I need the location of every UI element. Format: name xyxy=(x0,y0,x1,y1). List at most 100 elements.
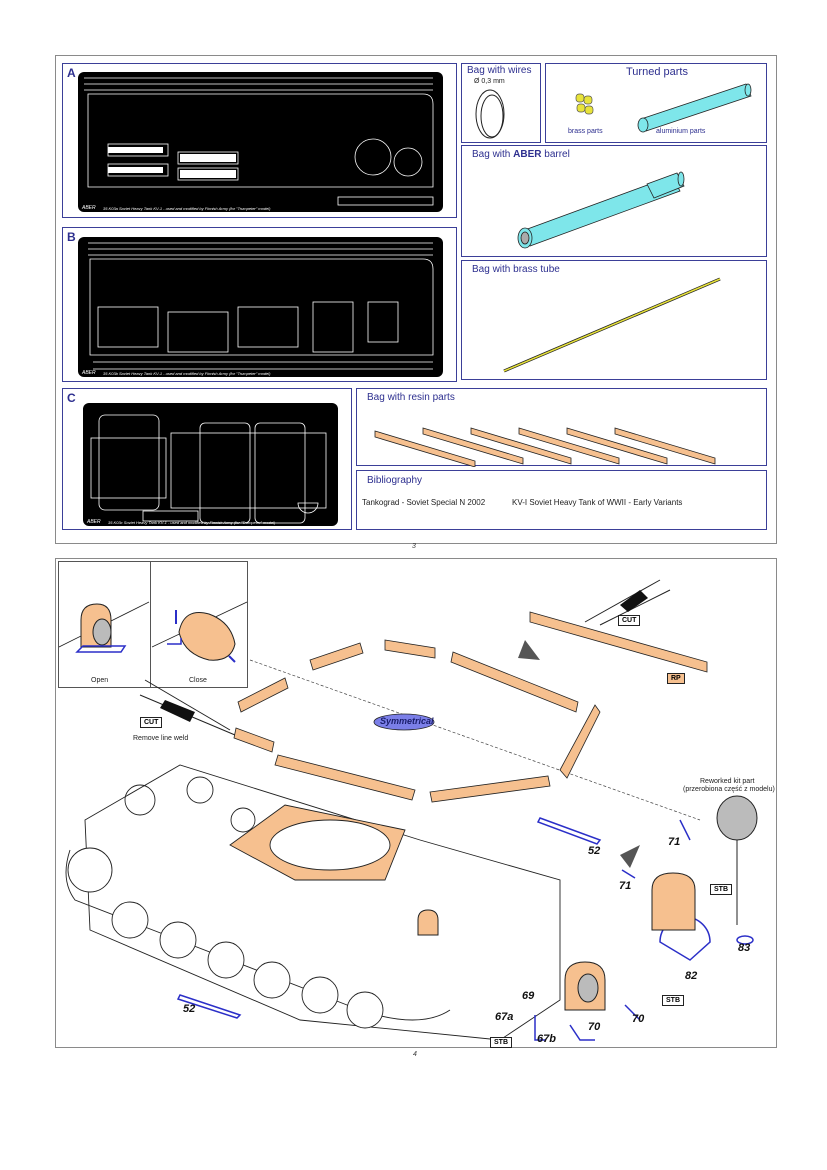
headlight-cover-large xyxy=(651,872,696,931)
headlight-icon xyxy=(716,795,758,841)
resin-strips xyxy=(233,611,708,803)
cover-open-icon xyxy=(75,603,127,653)
resin-strip xyxy=(614,427,716,465)
aber-barrel-panel: Bag with ABER barrel xyxy=(461,145,767,257)
photo-etched-fret-c: ABER 35 K03c Soviet Heavy Tank KV-1 - us… xyxy=(83,403,338,526)
reworked-label-polish: (przerobiona część z modelu) xyxy=(683,786,775,793)
turned-parts-panel: Turned parts brass parts aluminium parts xyxy=(545,63,767,143)
cut-label-right: CUT xyxy=(618,615,641,626)
fret-a-detail xyxy=(84,77,434,206)
brass-tube-title: Bag with brass tube xyxy=(472,264,560,275)
fret-brand: ABER xyxy=(82,370,96,376)
tank-hull-outline xyxy=(65,764,561,1041)
part-83 xyxy=(736,935,754,945)
fret-b-panel: B ABER 35 K03b Soviet Heavy Tank KV-1 - … xyxy=(62,227,457,382)
page-number-4: 4 xyxy=(413,1051,417,1058)
fret-b-detail xyxy=(88,242,434,370)
part-71-upper xyxy=(679,819,691,841)
barrel-title-prefix: Bag with xyxy=(472,149,514,160)
part-number-71: 71 xyxy=(619,880,632,892)
resin-strip xyxy=(422,427,524,465)
resin-strip xyxy=(470,427,572,465)
bibliography-panel: Bibliography Tankograd - Soviet Special … xyxy=(356,470,767,530)
part-number-82: 82 xyxy=(685,970,698,982)
part-number-52: 52 xyxy=(588,845,601,857)
wires-bag-panel: Bag with wires Ø 0,3 mm xyxy=(461,63,541,143)
bibliography-entry-2: KV-I Soviet Heavy Tank of WWII - Early V… xyxy=(512,498,683,507)
part-71-lower xyxy=(621,869,636,879)
direction-arrow-icon xyxy=(620,845,640,868)
open-label: Open xyxy=(91,677,109,684)
fret-caption: 35 K03c Soviet Heavy Tank KV-1 - used an… xyxy=(108,520,276,525)
direction-arrow-icon xyxy=(518,640,540,660)
stb-label: STB xyxy=(490,1037,512,1048)
fret-caption: 35 K03b Soviet Heavy Tank KV-1 - used an… xyxy=(103,371,271,376)
aluminium-parts-label: aluminium parts xyxy=(656,128,706,135)
resin-title: Bag with resin parts xyxy=(367,392,455,403)
road-wheels xyxy=(67,847,384,1029)
part-number-67b: 67b xyxy=(537,1033,556,1045)
fret-brand: ABER xyxy=(87,519,101,525)
barrel-title: Bag with ABER barrel xyxy=(472,149,570,160)
wires-title: Bag with wires xyxy=(467,65,532,76)
brass-parts-icon xyxy=(575,93,594,115)
fret-brand: ABER xyxy=(82,205,96,211)
fret-a-panel: A ABER 35 K03a Soviet Heavy Tank KV-1 - … xyxy=(62,63,457,218)
inset-illustration xyxy=(59,601,247,663)
part-number-67a: 67a xyxy=(495,1011,514,1023)
part-number-83: 83 xyxy=(738,942,751,954)
close-label: Close xyxy=(189,677,207,684)
fret-letter: B xyxy=(67,230,76,244)
part-number-71: 71 xyxy=(668,836,681,848)
bibliography-entry-1: Tankograd - Soviet Special N 2002 xyxy=(362,498,486,507)
part-number-70: 70 xyxy=(588,1021,601,1033)
resin-parts-illustration xyxy=(374,427,716,467)
remove-weld-label: Remove line weld xyxy=(133,735,189,742)
brass-tube-icon xyxy=(503,277,721,373)
part-70b xyxy=(624,1004,641,1021)
wire-coil-icon xyxy=(475,89,505,139)
reworked-label: Reworked kit part xyxy=(700,778,755,785)
turned-parts-illustration xyxy=(575,83,752,133)
bibliography-title: Bibliography xyxy=(367,475,423,486)
brass-tube-panel: Bag with brass tube xyxy=(461,260,767,380)
photo-etched-fret-a: ABER 35 K03a Soviet Heavy Tank KV-1 - us… xyxy=(78,72,443,212)
rp-label: RP xyxy=(667,673,685,684)
cut-label-left: CUT xyxy=(140,717,163,728)
hobby-knife-icon-left xyxy=(139,679,236,736)
part-number-52: 52 xyxy=(183,1003,196,1015)
resin-parts-panel: Bag with resin parts xyxy=(356,388,767,467)
part-70 xyxy=(569,1024,595,1041)
resin-strip xyxy=(566,427,668,465)
symmetrical-label: Symmetrical xyxy=(380,716,434,726)
part-69 xyxy=(534,1015,545,1041)
barrel-title-brand: ABER xyxy=(513,149,542,160)
resin-strip xyxy=(374,430,476,467)
aluminium-tube-icon xyxy=(637,83,752,133)
page-number-3: 3 xyxy=(412,543,416,550)
stb-label: STB xyxy=(662,995,684,1006)
part-number-70: 70 xyxy=(632,1013,645,1025)
photo-etched-parts xyxy=(176,817,754,1041)
hobby-knife-icon-right xyxy=(584,579,671,626)
symmetry-axis-line xyxy=(249,659,701,821)
cover-closed-icon xyxy=(167,610,236,663)
fret-c-panel: C ABER 35 K03c Soviet Heavy Tank KV-1 - … xyxy=(62,388,352,530)
photo-etched-fret-b: ABER 35 K03b Soviet Heavy Tank KV-1 - us… xyxy=(78,237,443,377)
turned-title: Turned parts xyxy=(626,66,688,78)
resin-strip xyxy=(518,427,620,465)
brass-parts-label: brass parts xyxy=(568,128,603,135)
fret-letter: C xyxy=(67,391,76,405)
inset-panel: Open Close xyxy=(58,561,248,688)
part-52-upper xyxy=(536,817,602,845)
wire-diameter: Ø 0,3 mm xyxy=(474,78,505,85)
barrel-title-suffix: barrel xyxy=(541,149,570,160)
stb-label: STB xyxy=(710,884,732,895)
fret-caption: 35 K03a Soviet Heavy Tank KV-1 - used an… xyxy=(103,206,271,211)
headlight-cover-mounted xyxy=(417,909,439,936)
inset-divider xyxy=(150,562,151,687)
symmetrical-badge xyxy=(373,713,435,731)
part-number-69: 69 xyxy=(522,990,535,1002)
fret-c-detail xyxy=(90,414,327,524)
